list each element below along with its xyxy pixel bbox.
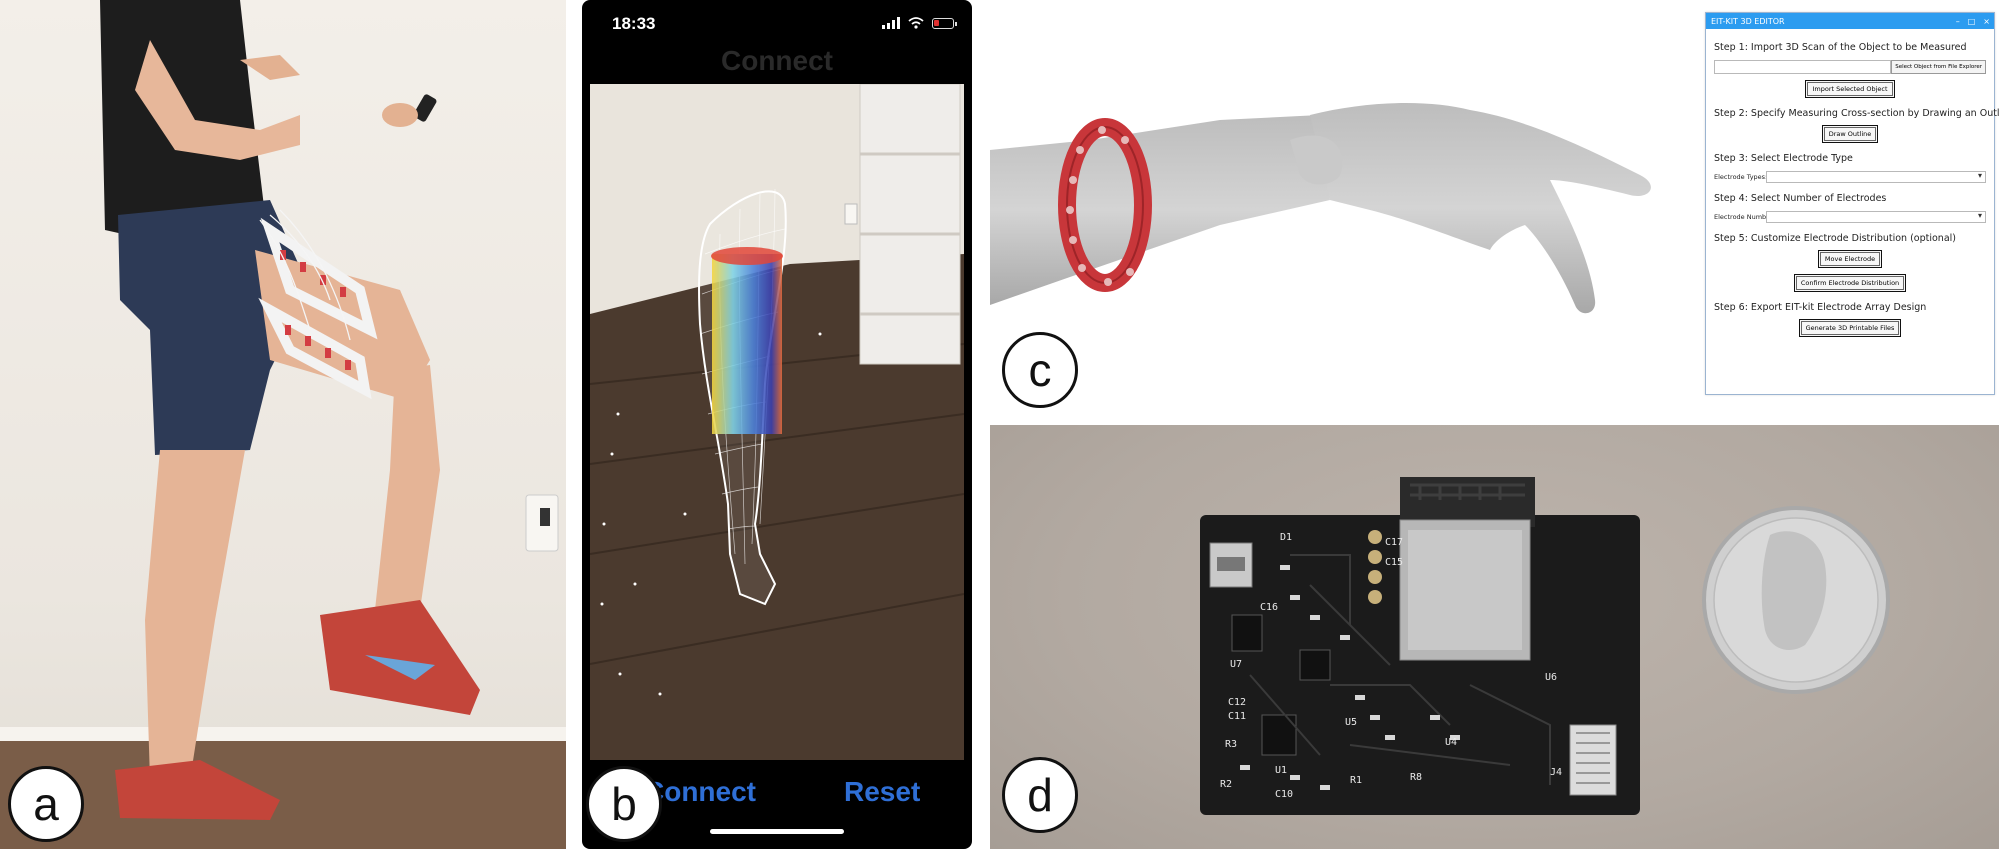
- eit-reconstruction-overlay: [712, 254, 782, 434]
- ar-camera-view[interactable]: [590, 84, 964, 760]
- maximize-icon[interactable]: □: [1967, 16, 1976, 26]
- reset-button[interactable]: Reset: [844, 776, 921, 807]
- shoe-left: [115, 760, 280, 820]
- pcb-label: U4: [1445, 737, 1457, 748]
- pcb-label: C11: [1228, 711, 1246, 722]
- pcb-label: U6: [1545, 672, 1557, 683]
- pcb-label: R1: [1350, 775, 1362, 786]
- step5-title: Step 5: Customize Electrode Distribution…: [1714, 233, 1956, 244]
- eit-kit-editor-window: EIT-KIT 3D EDITOR – □ × Step 1: Import 3…: [1705, 12, 1999, 395]
- object-file-input[interactable]: [1714, 60, 1892, 74]
- arm-3d-model: [990, 103, 1651, 314]
- quarter-coin: [1702, 506, 1890, 694]
- status-time: 18:33: [612, 14, 656, 33]
- leg-wireframe: [698, 188, 787, 606]
- pcb-label: C16: [1260, 602, 1278, 613]
- confirm-distribution-button[interactable]: Confirm Electrode Distribution: [1793, 274, 1907, 292]
- connector-j4: [1569, 724, 1617, 796]
- panel-label-d: d: [1002, 757, 1078, 833]
- phone-screen: 18:33 Connect: [582, 0, 972, 849]
- pcb-label: J4: [1550, 767, 1562, 778]
- pcb-label: C12: [1228, 697, 1246, 708]
- pcb-label: U1: [1275, 765, 1287, 776]
- step4-title: Step 4: Select Number of Electrodes: [1714, 193, 1887, 204]
- pcb-label: C17: [1385, 537, 1403, 548]
- panel-a-photo: a: [0, 0, 566, 849]
- electrode-bracelet: [1058, 118, 1152, 292]
- pcb-board-scene: D1 C16 C17 C15 U7 U6 C12 C11 R3 R2 U1 C1…: [1200, 477, 1890, 815]
- electrode-number-label: Electrode Number:: [1714, 213, 1775, 221]
- ar-leg-mesh-scene: [590, 84, 964, 760]
- panel-label-a: a: [8, 766, 84, 842]
- pcb-label: C15: [1385, 557, 1403, 568]
- panel-c-editor-scene: c EIT-KIT 3D EDITOR – □ × Step 1: Import…: [990, 0, 1999, 415]
- electrode-types-label: Electrode Types:: [1714, 173, 1768, 181]
- pcb-label: D1: [1280, 532, 1292, 543]
- select-object-button[interactable]: Select Object from File Explorer: [1891, 60, 1986, 74]
- electrode-number-select[interactable]: [1766, 211, 1986, 223]
- app-header: Connect: [721, 45, 833, 76]
- battery-low-icon: [932, 17, 957, 29]
- pcb-label: R3: [1225, 739, 1237, 750]
- connect-button[interactable]: Connect: [644, 776, 756, 807]
- editor-titlebar: EIT-KIT 3D EDITOR – □ ×: [1706, 13, 1994, 29]
- panel-label-c: c: [1002, 332, 1078, 408]
- step1-title: Step 1: Import 3D Scan of the Object to …: [1714, 42, 1967, 53]
- editor-title: EIT-KIT 3D EDITOR: [1711, 16, 1785, 26]
- import-object-button[interactable]: Import Selected Object: [1805, 80, 1895, 98]
- pcb-board: D1 C16 C17 C15 U7 U6 C12 C11 R3 R2 U1 C1…: [1200, 477, 1640, 815]
- pcb-label: C10: [1275, 789, 1293, 800]
- step2-title: Step 2: Specify Measuring Cross-section …: [1714, 108, 1999, 119]
- thigh-band-scene: [0, 0, 566, 849]
- electrode-band-upper: [260, 217, 378, 340]
- electrode-types-select[interactable]: [1766, 171, 1986, 183]
- pcb-label: U7: [1230, 659, 1242, 670]
- close-icon[interactable]: ×: [1983, 16, 1990, 26]
- generate-files-button[interactable]: Generate 3D Printable Files: [1798, 319, 1902, 337]
- shoe-right: [320, 600, 480, 715]
- shelf: [859, 84, 961, 365]
- pcb-label: R2: [1220, 779, 1232, 790]
- step6-title: Step 6: Export EIT-kit Electrode Array D…: [1714, 302, 1927, 313]
- home-indicator[interactable]: [710, 829, 844, 834]
- move-electrode-button[interactable]: Move Electrode: [1817, 250, 1883, 268]
- minimize-icon[interactable]: –: [1955, 16, 1960, 26]
- wifi-icon: [908, 17, 924, 29]
- electrode-band-lower: [258, 297, 372, 400]
- status-bar: 18:33: [582, 0, 972, 50]
- pcb-label: U5: [1345, 717, 1357, 728]
- panel-d-pcb-photo: D1 C16 C17 C15 U7 U6 C12 C11 R3 R2 U1 C1…: [990, 425, 1999, 849]
- signal-icon: [882, 17, 900, 29]
- arm-model-viewport[interactable]: [990, 0, 1700, 415]
- pcb-label: R8: [1410, 772, 1422, 783]
- phone-in-hand: [413, 94, 437, 122]
- step3-title: Step 3: Select Electrode Type: [1714, 153, 1853, 164]
- panel-label-b: b: [586, 766, 662, 842]
- draw-outline-button[interactable]: Draw Outline: [1821, 125, 1879, 143]
